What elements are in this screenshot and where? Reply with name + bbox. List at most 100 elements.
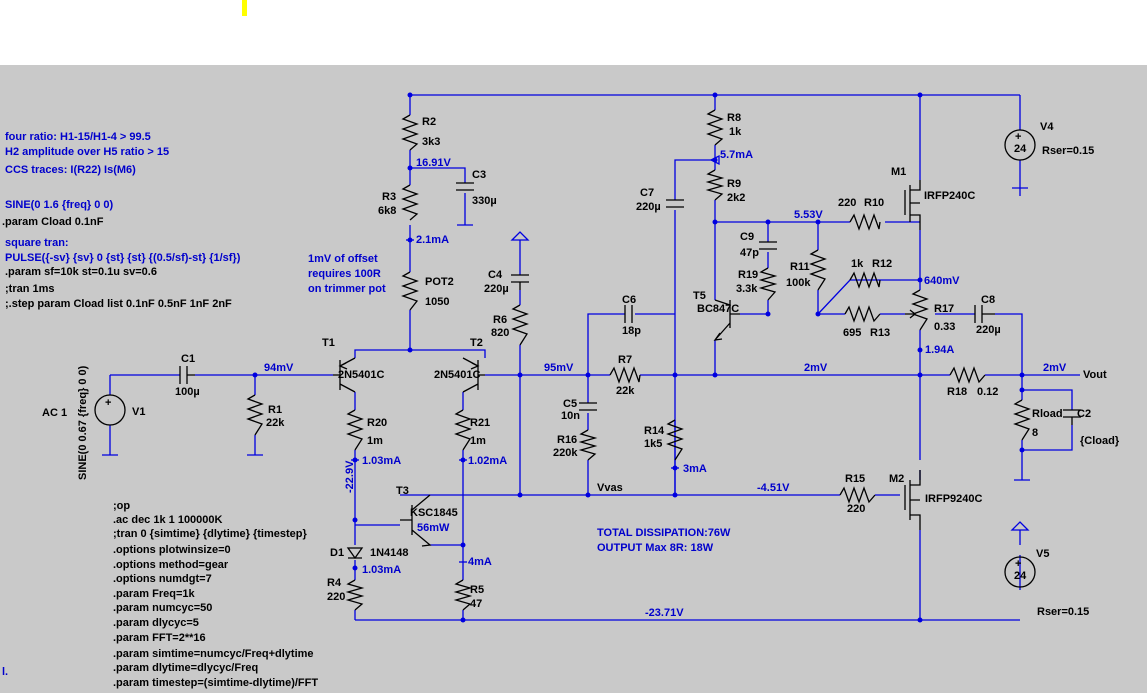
current-2.1ma: 2.1mA xyxy=(416,234,449,246)
resistor-r4 xyxy=(345,579,365,611)
transistor-t3 xyxy=(400,494,432,547)
directive: .param Freq=1k xyxy=(113,588,196,600)
note-line: on trimmer pot xyxy=(308,283,386,295)
junction xyxy=(1019,372,1025,378)
label-v1: V1 xyxy=(132,406,145,418)
transistor-t5 xyxy=(713,299,740,341)
net-minus-4.51v: -4.51V xyxy=(757,482,790,494)
label-t5: T5 xyxy=(693,290,706,302)
component-labels: R2 3k3 C3 330µ R3 6k8 POT2 1050 C4 220µ … xyxy=(42,112,1120,618)
junction xyxy=(712,372,718,378)
resistor-r19 xyxy=(758,267,778,301)
junction xyxy=(352,517,358,523)
resistor-r5 xyxy=(453,579,473,611)
label-c8: C8 xyxy=(981,294,995,306)
value-r3: 6k8 xyxy=(378,205,396,217)
capacitor-c3 xyxy=(456,182,474,191)
directives-left: four ratio: H1-15/H1-4 > 99.5 H2 amplitu… xyxy=(2,131,241,310)
label-r2: R2 xyxy=(422,116,436,128)
capacitor-c2 xyxy=(1063,409,1081,425)
resistor-r13 xyxy=(844,305,881,323)
value-r20: 1m xyxy=(367,435,383,447)
junction xyxy=(1019,447,1025,453)
directive: PULSE({-sv} {sv} 0 {st} {st} {(0.5/sf)-s… xyxy=(5,252,241,264)
value-c6: 18p xyxy=(622,325,641,337)
label-r6: R6 xyxy=(493,314,507,326)
top-blank-area xyxy=(0,0,1147,65)
value-r1: 22k xyxy=(266,417,285,429)
directive: .param sf=10k st=0.1u sv=0.6 xyxy=(5,266,157,278)
transistor-t1 xyxy=(333,357,356,393)
directive: square tran: xyxy=(5,237,69,249)
label-c9: C9 xyxy=(740,231,754,243)
label-r18: R18 xyxy=(947,386,967,398)
model-t2: 2N5401C xyxy=(434,369,481,381)
label-r19: R19 xyxy=(738,269,758,281)
net-16.91v: 16.91V xyxy=(416,157,452,169)
junction xyxy=(585,372,591,378)
resistor-r11 xyxy=(809,249,827,291)
v1-sine-spec: SINE(0 0.67 {freq} 0 0) xyxy=(77,365,89,480)
label-t3: T3 xyxy=(396,485,409,497)
rser-v4: Rser=0.15 xyxy=(1042,145,1094,157)
label-r12: R12 xyxy=(872,258,892,270)
value-c9: 47p xyxy=(740,247,759,259)
value-r7: 22k xyxy=(616,385,635,397)
current-4ma: 4mA xyxy=(468,556,492,568)
directive: H2 amplitude over H5 ratio > 15 xyxy=(5,146,169,158)
directive: SINE(0 1.6 {freq} 0 0) xyxy=(5,199,114,211)
junction xyxy=(672,372,678,378)
value-r16: 220k xyxy=(553,447,578,459)
capacitor-c7 xyxy=(666,199,684,208)
directive: ;op xyxy=(113,500,130,512)
label-pot2: POT2 xyxy=(425,276,454,288)
value-r4: 220 xyxy=(327,591,345,603)
label-r8: R8 xyxy=(727,112,741,124)
directive: .param timestep=(simtime-dlytime)/FFT xyxy=(113,677,318,689)
value-r21: 1m xyxy=(470,435,486,447)
directive: .options plotwinsize=0 xyxy=(113,544,231,556)
directive: ;tran 1ms xyxy=(5,283,55,295)
offset-note: 1mV of offset requires 100R on trimmer p… xyxy=(308,253,386,295)
value-v4: 24 xyxy=(1014,143,1027,155)
directive: ;tran 0 {simtime} {dlytime} {timestep} xyxy=(113,528,308,540)
label-c2: C2 xyxy=(1077,408,1091,420)
source-marks: + + + xyxy=(105,131,1021,570)
note-line: 1mV of offset xyxy=(308,253,378,265)
directive: .param FFT=2**16 xyxy=(113,632,206,644)
value-r19: 3.3k xyxy=(736,283,758,295)
net-95mv: 95mV xyxy=(544,362,574,374)
label-rload: Rload xyxy=(1032,408,1063,420)
value-r9: 2k2 xyxy=(727,192,745,204)
mosfet-m2 xyxy=(904,470,921,530)
junction xyxy=(917,617,923,623)
net-vout: Vout xyxy=(1083,369,1107,381)
junction xyxy=(672,492,678,498)
capacitor-c9 xyxy=(759,241,777,250)
total-dissipation: TOTAL DISSIPATION:76W xyxy=(597,527,731,539)
value-c2: {Cload} xyxy=(1080,435,1120,447)
resistor-r10 xyxy=(849,213,881,231)
label-d1: D1 xyxy=(330,547,344,559)
label-r16: R16 xyxy=(557,434,577,446)
resistor-r2 xyxy=(401,114,419,151)
capacitor-c6 xyxy=(624,305,633,323)
label-r1: R1 xyxy=(268,404,282,416)
v1-plus: + xyxy=(105,397,111,409)
capacitor-c5 xyxy=(579,402,597,411)
value-c8: 220µ xyxy=(976,324,1001,336)
junction xyxy=(517,372,523,378)
label-r9: R9 xyxy=(727,178,741,190)
source-v4 xyxy=(1004,129,1036,161)
net-minus-23.71v: -23.71V xyxy=(645,607,684,619)
value-c3: 330µ xyxy=(472,195,497,207)
junction xyxy=(407,165,413,171)
resistor-r1 xyxy=(246,394,264,436)
wire-c4-arrow xyxy=(510,231,530,241)
power-56mw: 56mW xyxy=(417,522,450,534)
net-labels: 16.91V 2.1mA 94mV 95mV 5.7mA 5.53V 640mV… xyxy=(264,149,1107,619)
junction xyxy=(765,311,771,317)
value-r2: 3k3 xyxy=(422,136,440,148)
schematic-canvas[interactable]: + + + four ratio: H1-15/H1-4 > 99.5 H2 a… xyxy=(0,65,1147,693)
junction xyxy=(917,92,923,98)
